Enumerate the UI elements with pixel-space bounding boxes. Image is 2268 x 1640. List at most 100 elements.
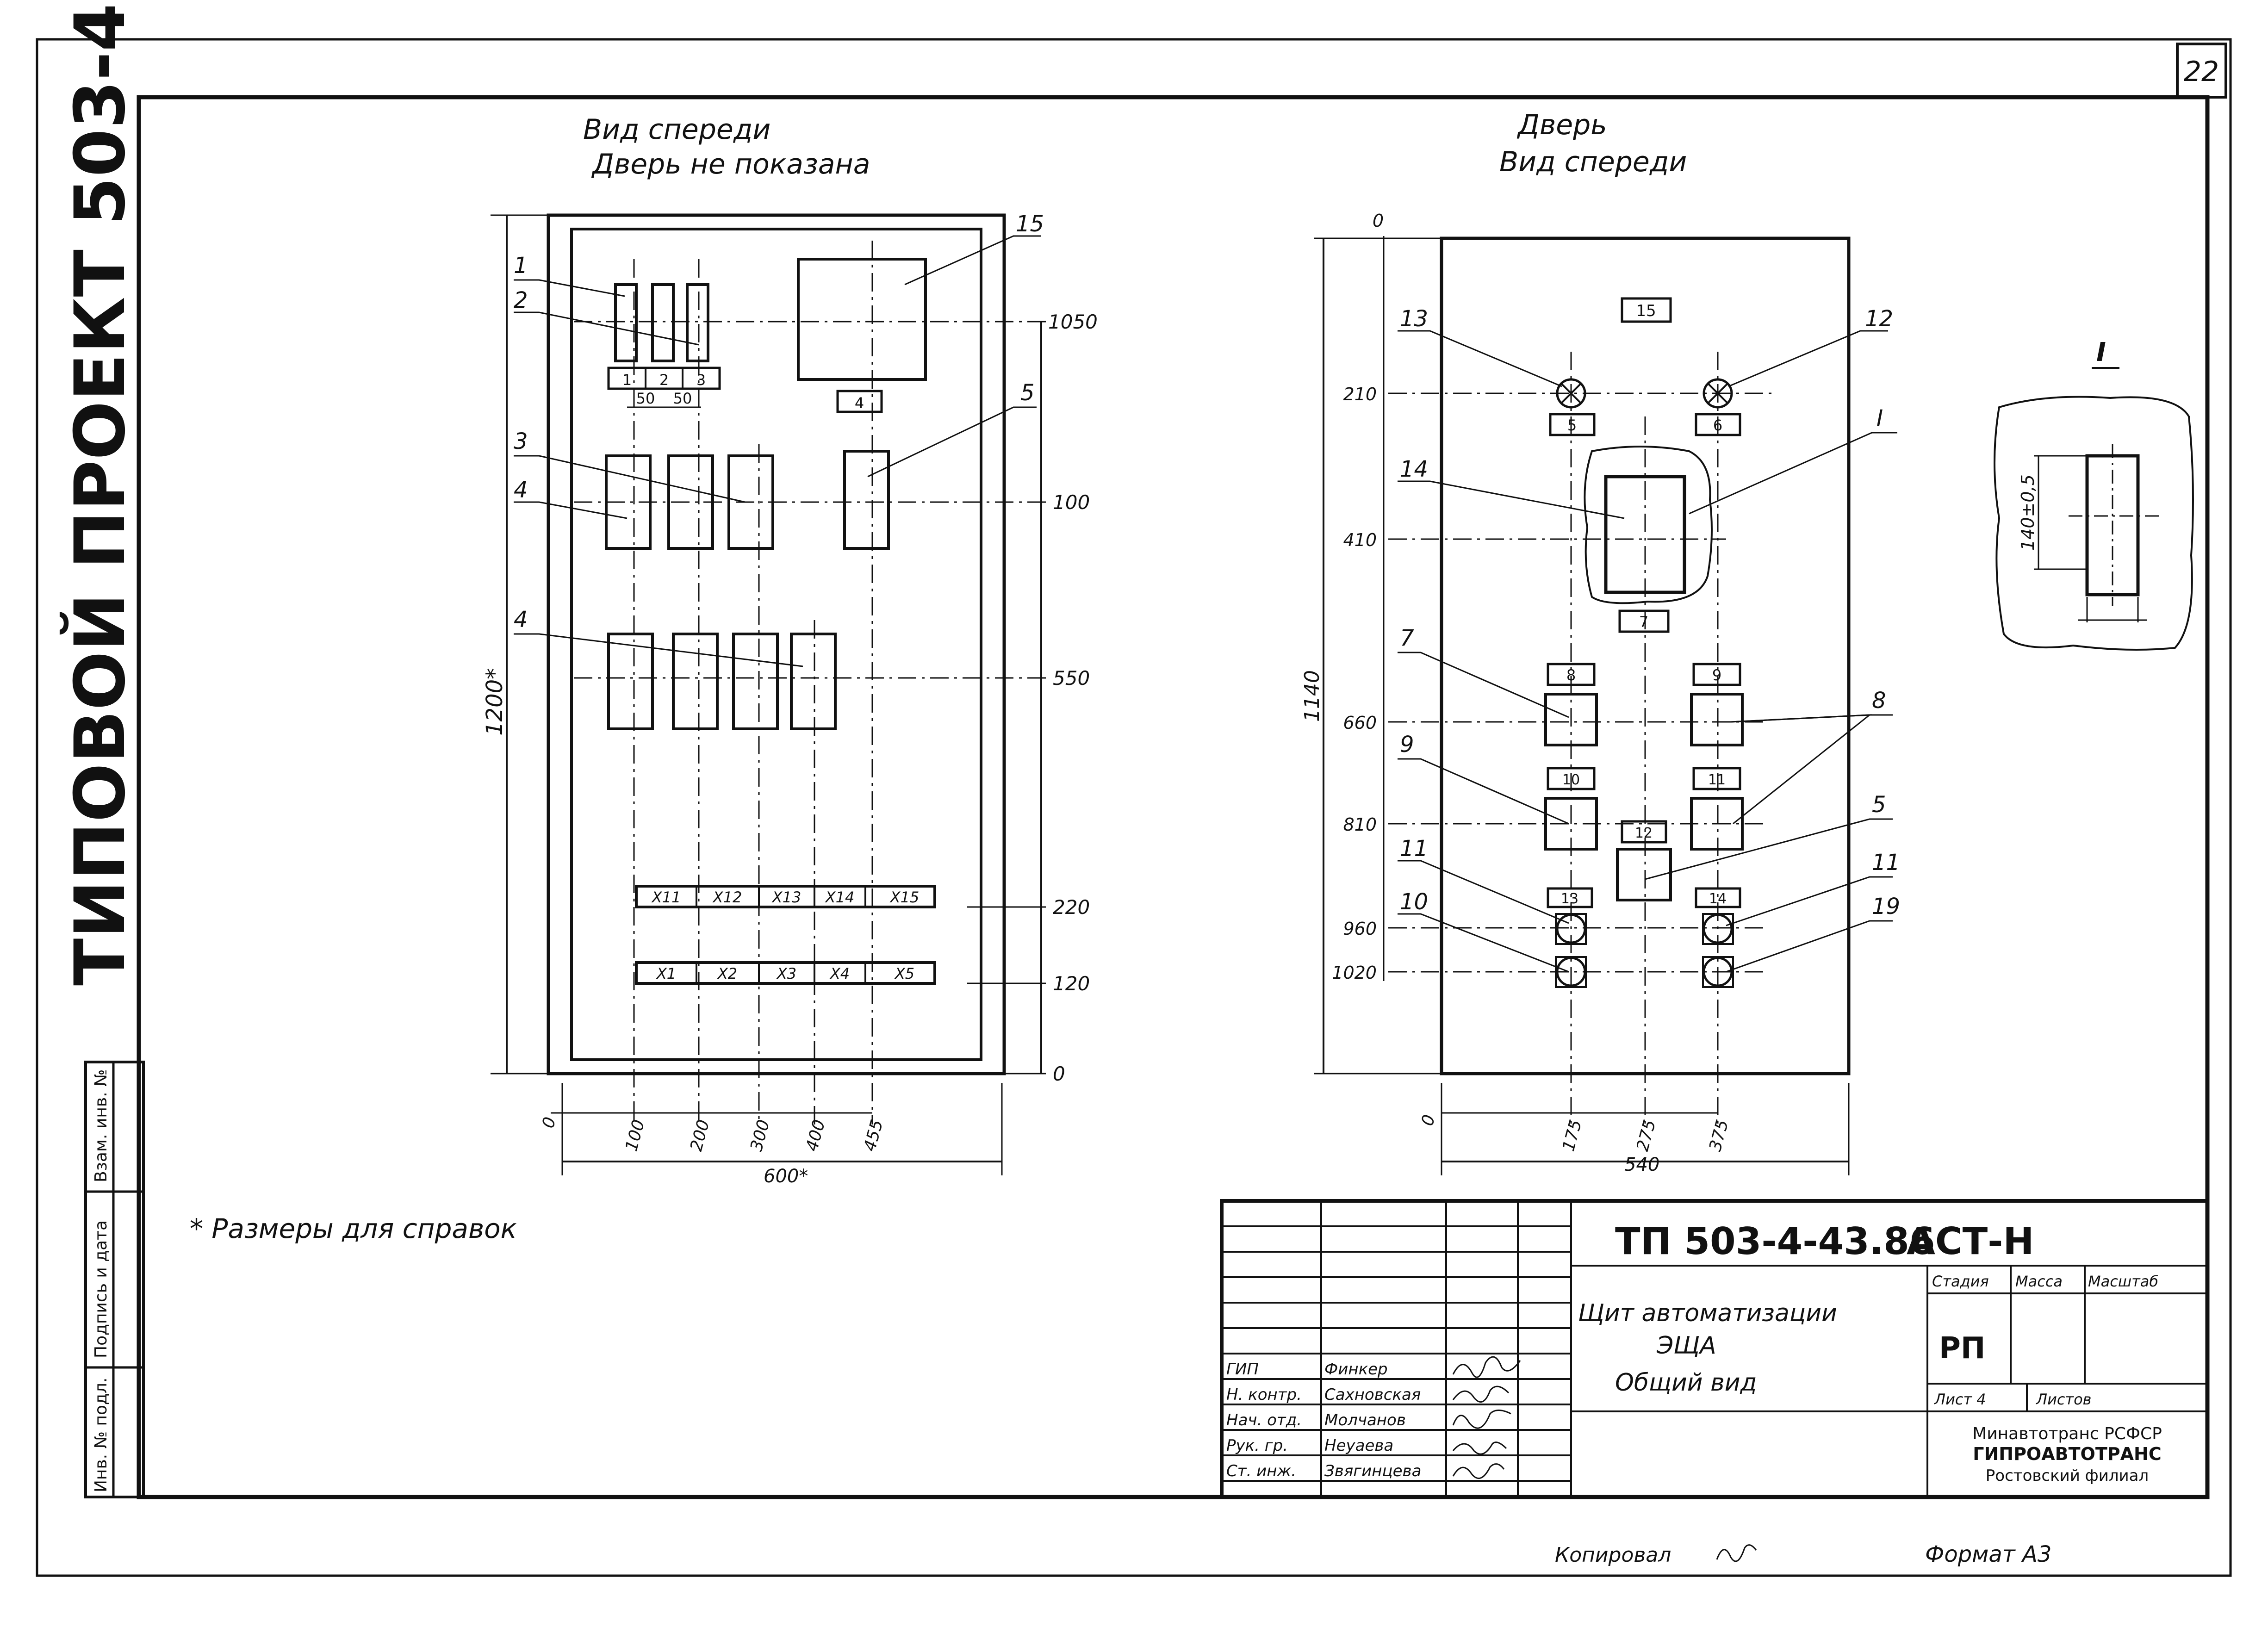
callout-1: 1	[514, 253, 528, 279]
right-view-title-2: Вид спереди	[1499, 146, 1687, 178]
level-1050: 1050	[1048, 311, 1098, 333]
org-line-3: Ростовский филиал	[1986, 1466, 2149, 1485]
project-code: ТП 503-4-43.86	[1615, 1220, 1935, 1263]
door-tag-11: 11	[1708, 772, 1726, 788]
door-level-0: 0	[1373, 211, 1384, 231]
outer-frame	[36, 38, 2232, 1577]
level-550: 550	[1053, 667, 1090, 690]
level-0: 0	[1053, 1062, 1065, 1085]
right-view: Дверь Вид спереди 15 5 6	[1300, 109, 1900, 1175]
door-callout-13: 13	[1400, 306, 1428, 332]
door-tag-6: 6	[1713, 416, 1722, 434]
door-level-960: 960	[1343, 919, 1377, 939]
drawing-name-1: Щит автоматизации	[1578, 1299, 1837, 1327]
terminal-x3: X3	[776, 965, 796, 982]
door-callout-7: 7	[1400, 625, 1414, 651]
role-dept-head: Нач. отд.	[1226, 1411, 1302, 1429]
door-level-660: 660	[1343, 713, 1377, 733]
drawing-name-2: ЭЩА	[1656, 1332, 1716, 1360]
org-line-1: Минавтотранс РСФСР	[1972, 1424, 2162, 1443]
stamp-original-inv: Инв. № подл.	[92, 1378, 111, 1492]
door-overall-width: 540	[1624, 1154, 1659, 1175]
left-view-title-2: Дверь не показана	[591, 148, 870, 180]
drawing-name-3: Общий вид	[1615, 1369, 1757, 1397]
sheet-number: 22	[2184, 56, 2219, 88]
callout-4b: 4	[514, 607, 528, 633]
callout-5: 5	[1020, 380, 1035, 406]
sheets-label: Листов	[2036, 1391, 2092, 1408]
door-level-810: 810	[1343, 814, 1377, 835]
door-callout-11a: 11	[1400, 836, 1428, 862]
door-tag-8: 8	[1566, 666, 1576, 684]
door-callout-12: 12	[1865, 306, 1893, 332]
detail-I: I 140±0,5	[1994, 337, 2194, 651]
bottom-dim-100: 100	[622, 1118, 648, 1153]
door-tag-10: 10	[1562, 772, 1580, 788]
level-120: 120	[1053, 972, 1090, 995]
left-view: Вид спереди Дверь не показана 1 2 3 50 5…	[482, 113, 1098, 1187]
callout-15: 15	[1016, 211, 1044, 237]
scale-header: Масштаб	[2088, 1273, 2158, 1290]
side-stamp: Взам. инв. № Подпись и дата Инв. № подл.	[84, 1061, 145, 1498]
spacing-50-a: 50	[636, 390, 655, 407]
stamp-signature-date: Подпись и дата	[92, 1220, 111, 1358]
door-level-1020: 1020	[1332, 963, 1377, 983]
sheet-number-box: 22	[2176, 43, 2227, 99]
name-2: Сахновская	[1324, 1385, 1421, 1404]
callout-3: 3	[514, 429, 528, 454]
right-view-title-1: Дверь	[1516, 109, 1607, 141]
terminal-x12: X12	[712, 888, 742, 906]
door-bottom-0: 0	[1418, 1113, 1439, 1128]
cabinet-outer	[547, 213, 1006, 1075]
terminal-x2: X2	[717, 965, 737, 982]
strip-tag-1: 1	[622, 371, 632, 389]
album-title: ТИПОВОЙ ПРОЕКТ 503-4-43.86 АЛЬБОМ V	[60, 0, 141, 986]
name-5: Звягинцева	[1324, 1462, 1421, 1480]
door-bottom-375: 375	[1706, 1118, 1732, 1153]
terminal-x15: X15	[889, 888, 920, 906]
door-tag-5: 5	[1567, 416, 1577, 434]
role-senior-engineer: Ст. инж.	[1226, 1462, 1296, 1480]
role-gip: ГИП	[1226, 1360, 1259, 1379]
name-3: Молчанов	[1324, 1411, 1406, 1429]
bottom-dim-455: 455	[860, 1118, 887, 1153]
door-bottom-275: 275	[1633, 1118, 1659, 1153]
terminal-x4: X4	[829, 965, 850, 982]
inner-frame	[137, 95, 2210, 1499]
bottom-dim-200: 200	[687, 1118, 713, 1153]
terminal-x13: X13	[771, 888, 802, 906]
door-tag-12: 12	[1635, 825, 1653, 841]
bottom-dim-300: 300	[747, 1118, 773, 1153]
bottom-dim-400: 400	[802, 1118, 829, 1153]
door-level-410: 410	[1343, 530, 1377, 550]
signatures	[1452, 1356, 1521, 1479]
door-callout-10: 10	[1400, 889, 1428, 915]
bottom-dim-0: 0	[539, 1115, 560, 1131]
door-callout-5: 5	[1872, 792, 1886, 818]
door-callout-I: I	[1877, 405, 1883, 431]
drawing-mark: АСТ-Н	[1907, 1220, 2034, 1263]
door-callout-11b: 11	[1872, 850, 1900, 876]
left-overall-height: 1200*	[482, 668, 508, 736]
door-callout-14: 14	[1400, 456, 1428, 482]
terminal-x11: X11	[651, 888, 681, 906]
door-callout-9: 9	[1400, 732, 1414, 758]
callout-4a: 4	[514, 477, 528, 503]
name-4: Неуаева	[1324, 1436, 1393, 1455]
level-220: 220	[1053, 896, 1090, 919]
door-bottom-175: 175	[1559, 1118, 1585, 1153]
door-tag-7: 7	[1639, 613, 1648, 631]
door-callout-19: 19	[1872, 894, 1900, 919]
detail-dimension: 140±0,5	[2018, 474, 2038, 551]
stamp-replacement: Взам. инв. №	[92, 1069, 111, 1182]
terminal-x1: X1	[656, 965, 676, 982]
callout-2: 2	[514, 287, 528, 313]
stage-header: Стадия	[1932, 1273, 1989, 1290]
strip-tag-2: 2	[659, 371, 669, 389]
sheet-label: Лист 4	[1934, 1391, 1986, 1408]
terminal-x14: X14	[825, 888, 855, 906]
terminal-x5: X5	[894, 965, 914, 982]
role-group-head: Рук. гр.	[1226, 1436, 1288, 1455]
footnote: * Размеры для справок	[190, 1213, 517, 1244]
door-tag-15: 15	[1636, 302, 1656, 320]
